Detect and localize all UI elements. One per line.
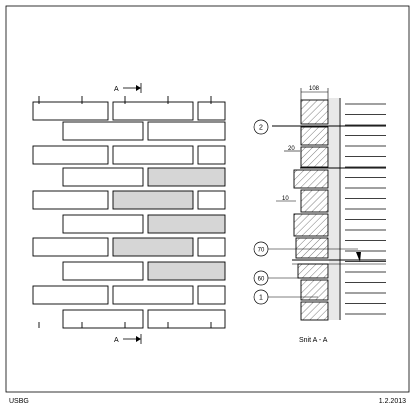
section-brick [300,279,329,301]
brick [32,101,109,121]
brick [147,167,226,187]
dimension-10-label: 10 [282,196,289,202]
footer-company: USBG [9,398,29,405]
section-brick [297,263,329,279]
cavity [329,98,339,320]
section-brick [300,99,329,125]
section-marker-bottom-label: A [114,337,119,344]
brick [62,121,144,141]
section-brick [293,169,329,189]
brick [32,190,109,210]
brick [197,237,226,257]
callout-1-label: 1 [259,295,263,302]
brick [62,261,144,281]
brick [147,214,226,234]
brick [112,190,194,210]
section-brick [300,146,329,168]
section-brick [300,189,329,213]
brick [62,214,144,234]
brick [147,309,226,329]
section-marker-top: A [114,83,142,93]
section-brick [295,237,329,259]
brick [147,121,226,141]
brick [32,145,109,165]
dimension-10: 10 [276,196,296,202]
section-drawing: 108 20 10 2 70 [253,86,386,344]
dimension-width-label: 108 [309,86,320,92]
dimension-20-label: 20 [288,146,295,152]
brick [62,167,144,187]
callout-2: 2 [253,119,269,135]
brick-elevation [32,96,226,329]
callout-70: 70 [253,241,361,262]
brick [32,237,109,257]
section-brick [300,301,329,321]
brick [197,145,226,165]
section-title: Snit A - A [299,337,328,344]
dimension-width: 108 [300,86,329,100]
section-brick [300,126,329,146]
footer-date: 1.2.2013 [378,398,406,405]
section-marker-top-label: A [114,86,119,93]
inner-wall-courses [345,103,386,315]
callout-2-label: 2 [259,125,263,132]
callout-70-label: 70 [258,248,265,254]
section-brick [293,213,329,237]
brick [112,145,194,165]
section-marker-bottom: A [114,334,142,344]
brick [32,285,109,305]
brick [62,309,144,329]
brick [112,101,194,121]
brick [147,261,226,281]
brick [112,237,194,257]
dimension-20: 20 [284,146,300,152]
section-bricks [293,98,339,321]
brick [112,285,194,305]
sheet-frame [5,5,410,393]
callout-60: 60 [253,270,318,286]
callout-1: 1 [253,289,318,305]
brick [197,101,226,121]
brick [197,285,226,305]
brick [197,190,226,210]
callout-60-label: 60 [258,277,265,283]
